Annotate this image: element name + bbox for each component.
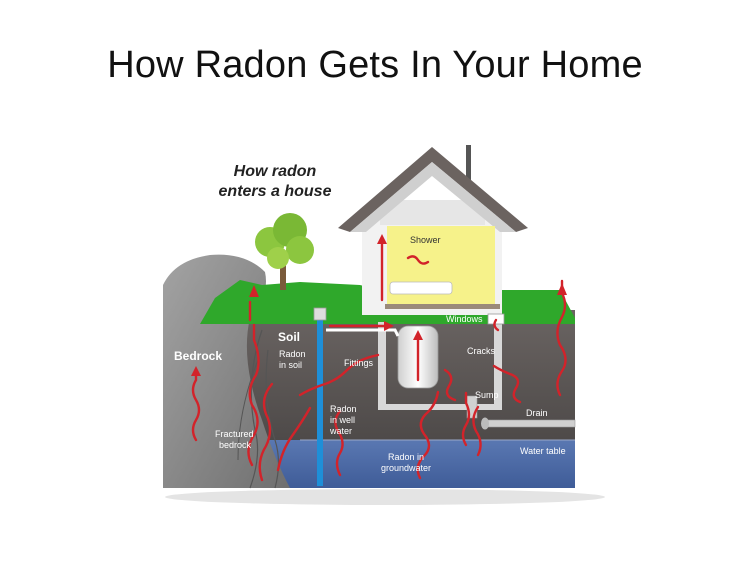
radon-arrow-soil-left: [247, 323, 260, 467]
label-radon-in-soil-1: Radon: [279, 349, 306, 359]
label-cracks: Cracks: [467, 346, 496, 356]
radon-arrow-shower: [406, 255, 430, 265]
floor-slab: [385, 304, 500, 309]
label-radon-ground-2: groundwater: [381, 463, 431, 473]
roof-gable: [350, 162, 516, 232]
radon-arrow-windows: [493, 318, 500, 332]
bedrock-outcrop: [163, 254, 290, 488]
basement-pipe: [326, 328, 400, 337]
arrowhead-tank: [413, 330, 423, 340]
bathtub: [389, 281, 453, 295]
label-shower: Shower: [410, 235, 441, 245]
arrowhead-right: [557, 283, 567, 295]
well-cap: [313, 307, 327, 321]
radon-arrow-groundwater: [416, 390, 440, 480]
foundation-wall-left: [378, 322, 386, 410]
foundation-wall-right: [494, 318, 502, 408]
radon-arrow-fractured-2: [276, 406, 312, 472]
arrowhead-wall: [377, 234, 387, 244]
tree-icon: [255, 213, 314, 290]
label-soil: Soil: [278, 330, 300, 344]
radon-arrowheads: [191, 234, 567, 376]
radon-arrow-bedrock: [191, 370, 201, 442]
radon-arrow-right: [556, 279, 567, 397]
label-fractured-1: Fractured: [215, 429, 254, 439]
arrowhead-bedrock: [191, 366, 201, 376]
label-radon-in-soil-2: in soil: [279, 360, 302, 370]
label-water-table: Water table: [520, 446, 566, 456]
diagram-subtitle: How radon enters a house: [190, 162, 360, 202]
arrowhead-soil-left: [249, 285, 259, 297]
bedrock-crack-3: [237, 359, 259, 461]
radon-arrow-sump: [461, 391, 471, 447]
diagram-labels: Bedrock Soil Radon in soil Fittings Show…: [174, 235, 566, 473]
radon-arrow-fractured-1: [258, 382, 274, 482]
radon-arrow-cracks: [443, 368, 457, 402]
radon-arrow-cracks-2: [492, 364, 522, 404]
label-fractured-2: bedrock: [219, 440, 252, 450]
arrowhead-pipe: [384, 321, 394, 331]
label-radon-well-2: in well: [330, 415, 355, 425]
label-sump: Sump: [475, 390, 499, 400]
label-fittings: Fittings: [344, 358, 374, 368]
label-drain: Drain: [526, 408, 548, 418]
label-bedrock: Bedrock: [174, 349, 222, 363]
subtitle-line-1: How radon: [233, 163, 317, 180]
drain-pipe: [466, 395, 576, 430]
page-title: How Radon Gets In Your Home: [107, 44, 643, 86]
ground-shadow: [165, 489, 605, 505]
label-radon-ground-1: Radon in: [388, 452, 424, 462]
radon-arrows: [191, 238, 567, 482]
chimney-pipe: [466, 145, 471, 190]
bedrock-crack-1: [249, 329, 263, 489]
well-pipe: [317, 318, 323, 486]
roof: [338, 147, 528, 232]
subtitle-line-2: enters a house: [218, 183, 332, 200]
radon-arrow-well-water: [334, 409, 344, 477]
label-radon-well-3: water: [329, 426, 352, 436]
radon-arrow-sump-2: [472, 405, 482, 457]
radon-arrow-to-fittings: [298, 353, 380, 397]
label-windows: Windows: [446, 314, 483, 324]
basement-floor: [378, 404, 502, 410]
label-radon-well-1: Radon: [330, 404, 357, 414]
